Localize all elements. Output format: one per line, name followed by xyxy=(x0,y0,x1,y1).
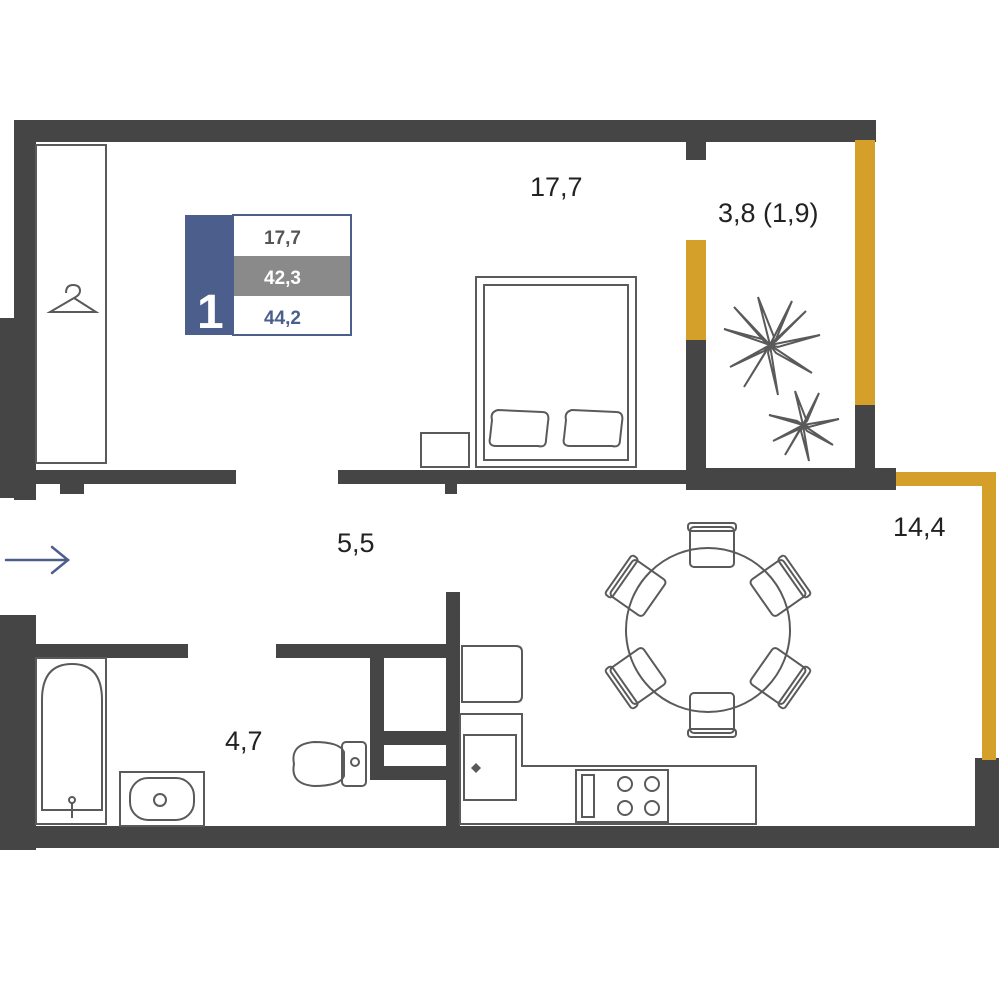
windows xyxy=(686,140,996,760)
area-badge: 1 17,7 42,3 44,2 xyxy=(185,214,352,339)
badge-floor-area-bar xyxy=(234,256,350,296)
toilet xyxy=(292,740,367,788)
badge-living-area: 17,7 xyxy=(264,228,301,249)
badge-room-count-block xyxy=(185,215,233,335)
walls xyxy=(0,120,999,850)
badge-total-area: 44,2 xyxy=(264,308,301,329)
hanger-icon xyxy=(46,283,100,313)
bedroom-area-label: 17,7 xyxy=(530,172,583,202)
arrow-right-icon xyxy=(4,545,70,575)
kitchen-unit xyxy=(459,645,757,825)
hall-area-label: 5,5 xyxy=(337,528,375,558)
nightstand xyxy=(420,432,470,468)
badge-room-count: 1 xyxy=(197,286,224,339)
plant-icon xyxy=(723,296,840,462)
balcony-area-label: 3,8 (1,9) xyxy=(718,198,819,228)
bed xyxy=(475,276,637,468)
bathroom-area-label: 4,7 xyxy=(225,726,263,756)
badge-floor-area: 42,3 xyxy=(264,268,301,289)
wardrobe xyxy=(35,144,107,464)
bathtub xyxy=(35,657,107,825)
kitchen-living-area-label: 14,4 xyxy=(893,512,946,542)
dining-table xyxy=(604,522,812,738)
sink xyxy=(119,771,205,827)
